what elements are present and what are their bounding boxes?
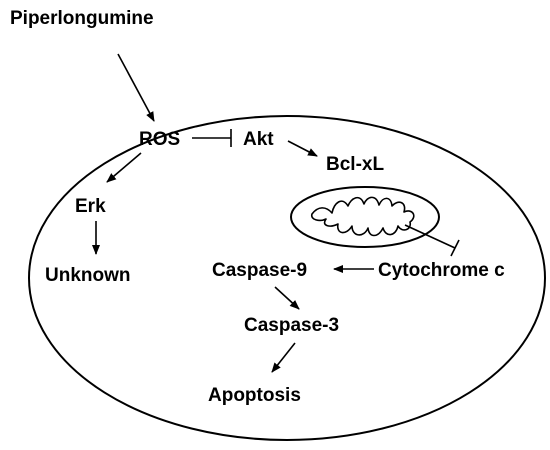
node-akt: Akt	[243, 129, 274, 150]
node-apoptosis: Apoptosis	[208, 385, 301, 406]
edge-akt-to-bclxl	[287, 140, 318, 157]
node-piperlongumine: Piperlongumine	[10, 8, 154, 29]
node-caspase3: Caspase-3	[244, 315, 339, 336]
node-erk: Erk	[75, 196, 106, 217]
node-ros: ROS	[139, 129, 180, 150]
node-caspase9: Caspase-9	[212, 260, 307, 281]
edge-caspase3-to-apoptosis	[271, 342, 296, 373]
node-unknown: Unknown	[45, 265, 131, 286]
mitochondrion-outer-membrane	[290, 186, 440, 248]
mitochondrion	[290, 186, 440, 248]
cell-membrane	[28, 115, 546, 441]
edge-piperlongumine-to-ros	[117, 53, 155, 122]
node-bclxl: Bcl-xL	[326, 154, 384, 175]
edge-bclxl-inhibits-cytochrome-c	[404, 224, 460, 257]
mitochondrion-cristae	[310, 196, 415, 237]
edge-caspase9-to-caspase3	[274, 286, 300, 310]
edge-ros-to-erk	[106, 152, 142, 183]
node-cytochrome-c: Cytochrome c	[378, 260, 505, 281]
edge-ros-inhibits-akt	[192, 129, 232, 147]
